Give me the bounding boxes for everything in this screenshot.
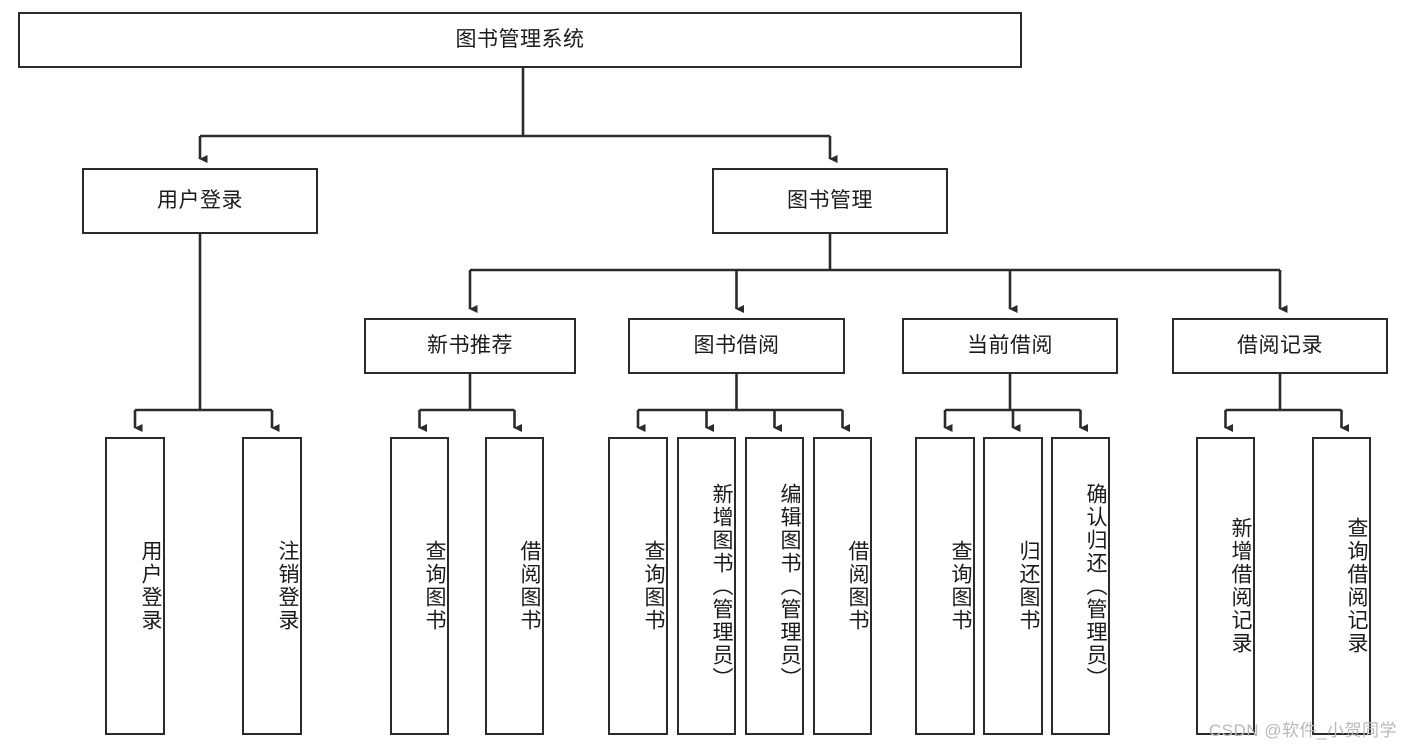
node-label: 编辑图书（管理员） (778, 482, 801, 690)
node-leaf-edit-book-admin[interactable]: 编辑图书（管理员） (745, 437, 804, 735)
node-label: 查询图书 (423, 540, 446, 632)
node-label: 新书推荐 (427, 333, 513, 357)
node-system-title[interactable]: 图书管理系统 (18, 12, 1022, 68)
node-label: 借阅记录 (1237, 333, 1323, 357)
node-leaf-query-book-borrow[interactable]: 查询图书 (608, 437, 668, 735)
node-current-borrow[interactable]: 当前借阅 (902, 318, 1118, 374)
node-label: 查询图书 (949, 540, 972, 632)
node-user-login[interactable]: 用户登录 (82, 168, 318, 234)
node-label: 查询借阅记录 (1345, 517, 1368, 655)
node-label: 当前借阅 (967, 333, 1053, 357)
node-label: 新增图书（管理员） (710, 482, 733, 690)
node-leaf-user-login[interactable]: 用户登录 (105, 437, 165, 735)
node-leaf-return-book[interactable]: 归还图书 (983, 437, 1043, 735)
node-label: 图书借阅 (693, 333, 780, 357)
node-leaf-query-book-current[interactable]: 查询图书 (915, 437, 975, 735)
node-leaf-logout-login[interactable]: 注销登录 (242, 437, 302, 735)
node-label: 用户登录 (157, 188, 243, 212)
node-book-borrow[interactable]: 图书借阅 (628, 318, 845, 374)
node-label: 用户登录 (139, 540, 162, 632)
node-label: 归还图书 (1017, 540, 1040, 632)
node-label: 注销登录 (276, 540, 299, 632)
node-label: 查询图书 (642, 540, 665, 632)
node-label: 确认归还（管理员） (1084, 482, 1107, 690)
node-leaf-add-borrow-record[interactable]: 新增借阅记录 (1196, 437, 1255, 735)
node-label: 借阅图书 (846, 540, 869, 632)
node-label: 图书管理 (787, 188, 873, 212)
node-leaf-borrow-book[interactable]: 借阅图书 (813, 437, 872, 735)
node-leaf-query-book-recommend[interactable]: 查询图书 (390, 437, 449, 735)
node-new-book-recommend[interactable]: 新书推荐 (364, 318, 576, 374)
node-leaf-confirm-return-admin[interactable]: 确认归还（管理员） (1051, 437, 1110, 735)
node-leaf-add-book-admin[interactable]: 新增图书（管理员） (677, 437, 736, 735)
node-label: 图书管理系统 (455, 27, 585, 51)
node-leaf-query-borrow-record[interactable]: 查询借阅记录 (1312, 437, 1371, 735)
node-label: 新增借阅记录 (1229, 517, 1252, 655)
csdn-watermark: CSDN @软件_小贺同学 (1208, 721, 1397, 740)
node-book-management[interactable]: 图书管理 (712, 168, 948, 234)
node-borrow-record[interactable]: 借阅记录 (1172, 318, 1388, 374)
node-leaf-borrow-book-recommend[interactable]: 借阅图书 (485, 437, 544, 735)
node-label: 借阅图书 (518, 540, 541, 632)
